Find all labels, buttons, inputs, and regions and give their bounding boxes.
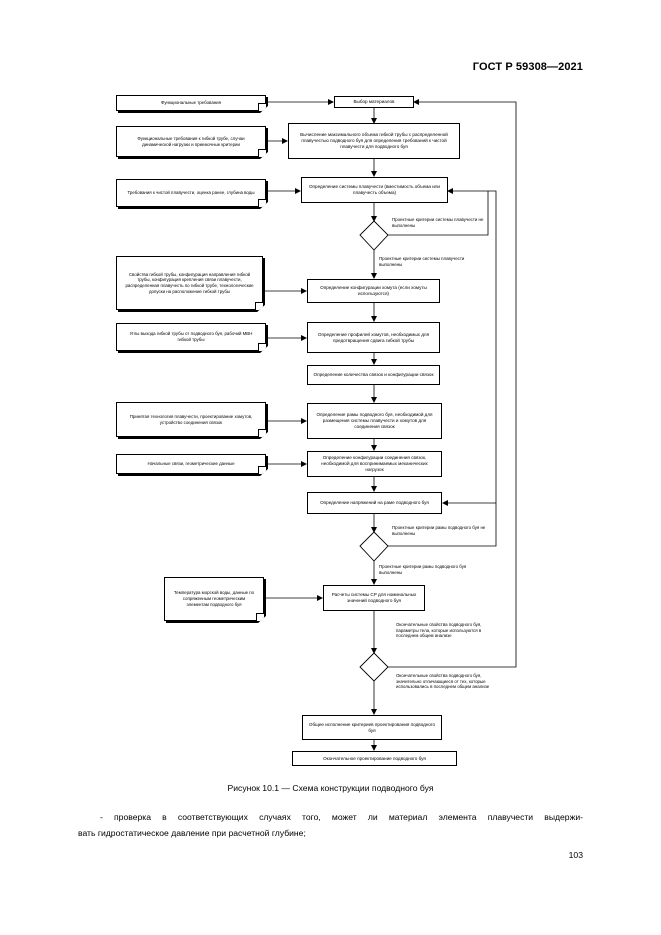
label-buoyancy-fail: Проектные критерии системы плавучести не… — [392, 217, 484, 228]
paragraph-line-1: - проверка в соответствующих случаях тог… — [100, 812, 583, 822]
step-clamp-profiles: Определение профилей хомутов, необходимы… — [307, 322, 440, 353]
step-frame-stress: Определение напряжений на раме подводног… — [307, 492, 442, 514]
input-note-7: Начальные связи, геометрические данные — [116, 454, 266, 474]
step-volume-calculation: Вычисление максимального объема гибкой т… — [288, 123, 460, 159]
body-paragraph: - проверка в соответствующих случаях тог… — [78, 809, 583, 841]
input-note-5: Углы выхода гибкой трубы от подводного б… — [116, 323, 266, 351]
step-design-criteria: Общее исполнение критериев проектировани… — [302, 715, 442, 740]
input-note-6: Принятая технология плавучести, проектир… — [116, 402, 266, 437]
input-note-2: Функциональные требования к гибкой трубе… — [116, 126, 266, 157]
label-cp-fail: Окончательные свойства подводного буя, з… — [396, 673, 490, 690]
paragraph-line-2: вать гидростатическое давление при расче… — [78, 828, 306, 838]
input-note-1: Функциональные требования — [116, 95, 266, 111]
step-buoy-frame: Определение рамы подводного буя, необход… — [307, 403, 442, 439]
step-strap-connection: Определение конфигурации соединения связ… — [307, 451, 442, 477]
step-final-design: Окончательное проектирование подводного … — [292, 751, 457, 766]
input-note-3: Требования к чистой плавучести, оценка р… — [116, 179, 266, 207]
step-clamp-configuration: Определение конфигурации хомута (если хо… — [307, 279, 440, 303]
step-cp-calculation: Расчеты системы СР для номинальных значе… — [323, 585, 425, 611]
step-straps: Определение количества связок и конфигур… — [307, 365, 440, 385]
label-frame-ok: Проектные критерии рамы подводного буя в… — [379, 564, 467, 575]
label-frame-fail: Проектные критерии рамы подводного буя н… — [392, 525, 486, 536]
input-note-4: Свойства гибкой трубы, конфигурация напр… — [116, 256, 263, 310]
page-number: 103 — [568, 850, 583, 860]
step-material-selection: Выбор материалов — [334, 96, 414, 108]
label-cp-ok: Окончательные свойства подводного буя, п… — [396, 622, 482, 639]
input-note-8: Температура морской воды, данные по сопр… — [164, 577, 264, 621]
label-buoyancy-ok: Проектные критерии системы плавучести вы… — [379, 256, 465, 267]
step-buoyancy-system: Определение системы плавучести (вместимо… — [301, 177, 448, 203]
document-header: ГОСТ Р 59308—2021 — [472, 61, 583, 73]
figure-caption: Рисунок 10.1 — Схема конструкции подводн… — [227, 783, 434, 793]
